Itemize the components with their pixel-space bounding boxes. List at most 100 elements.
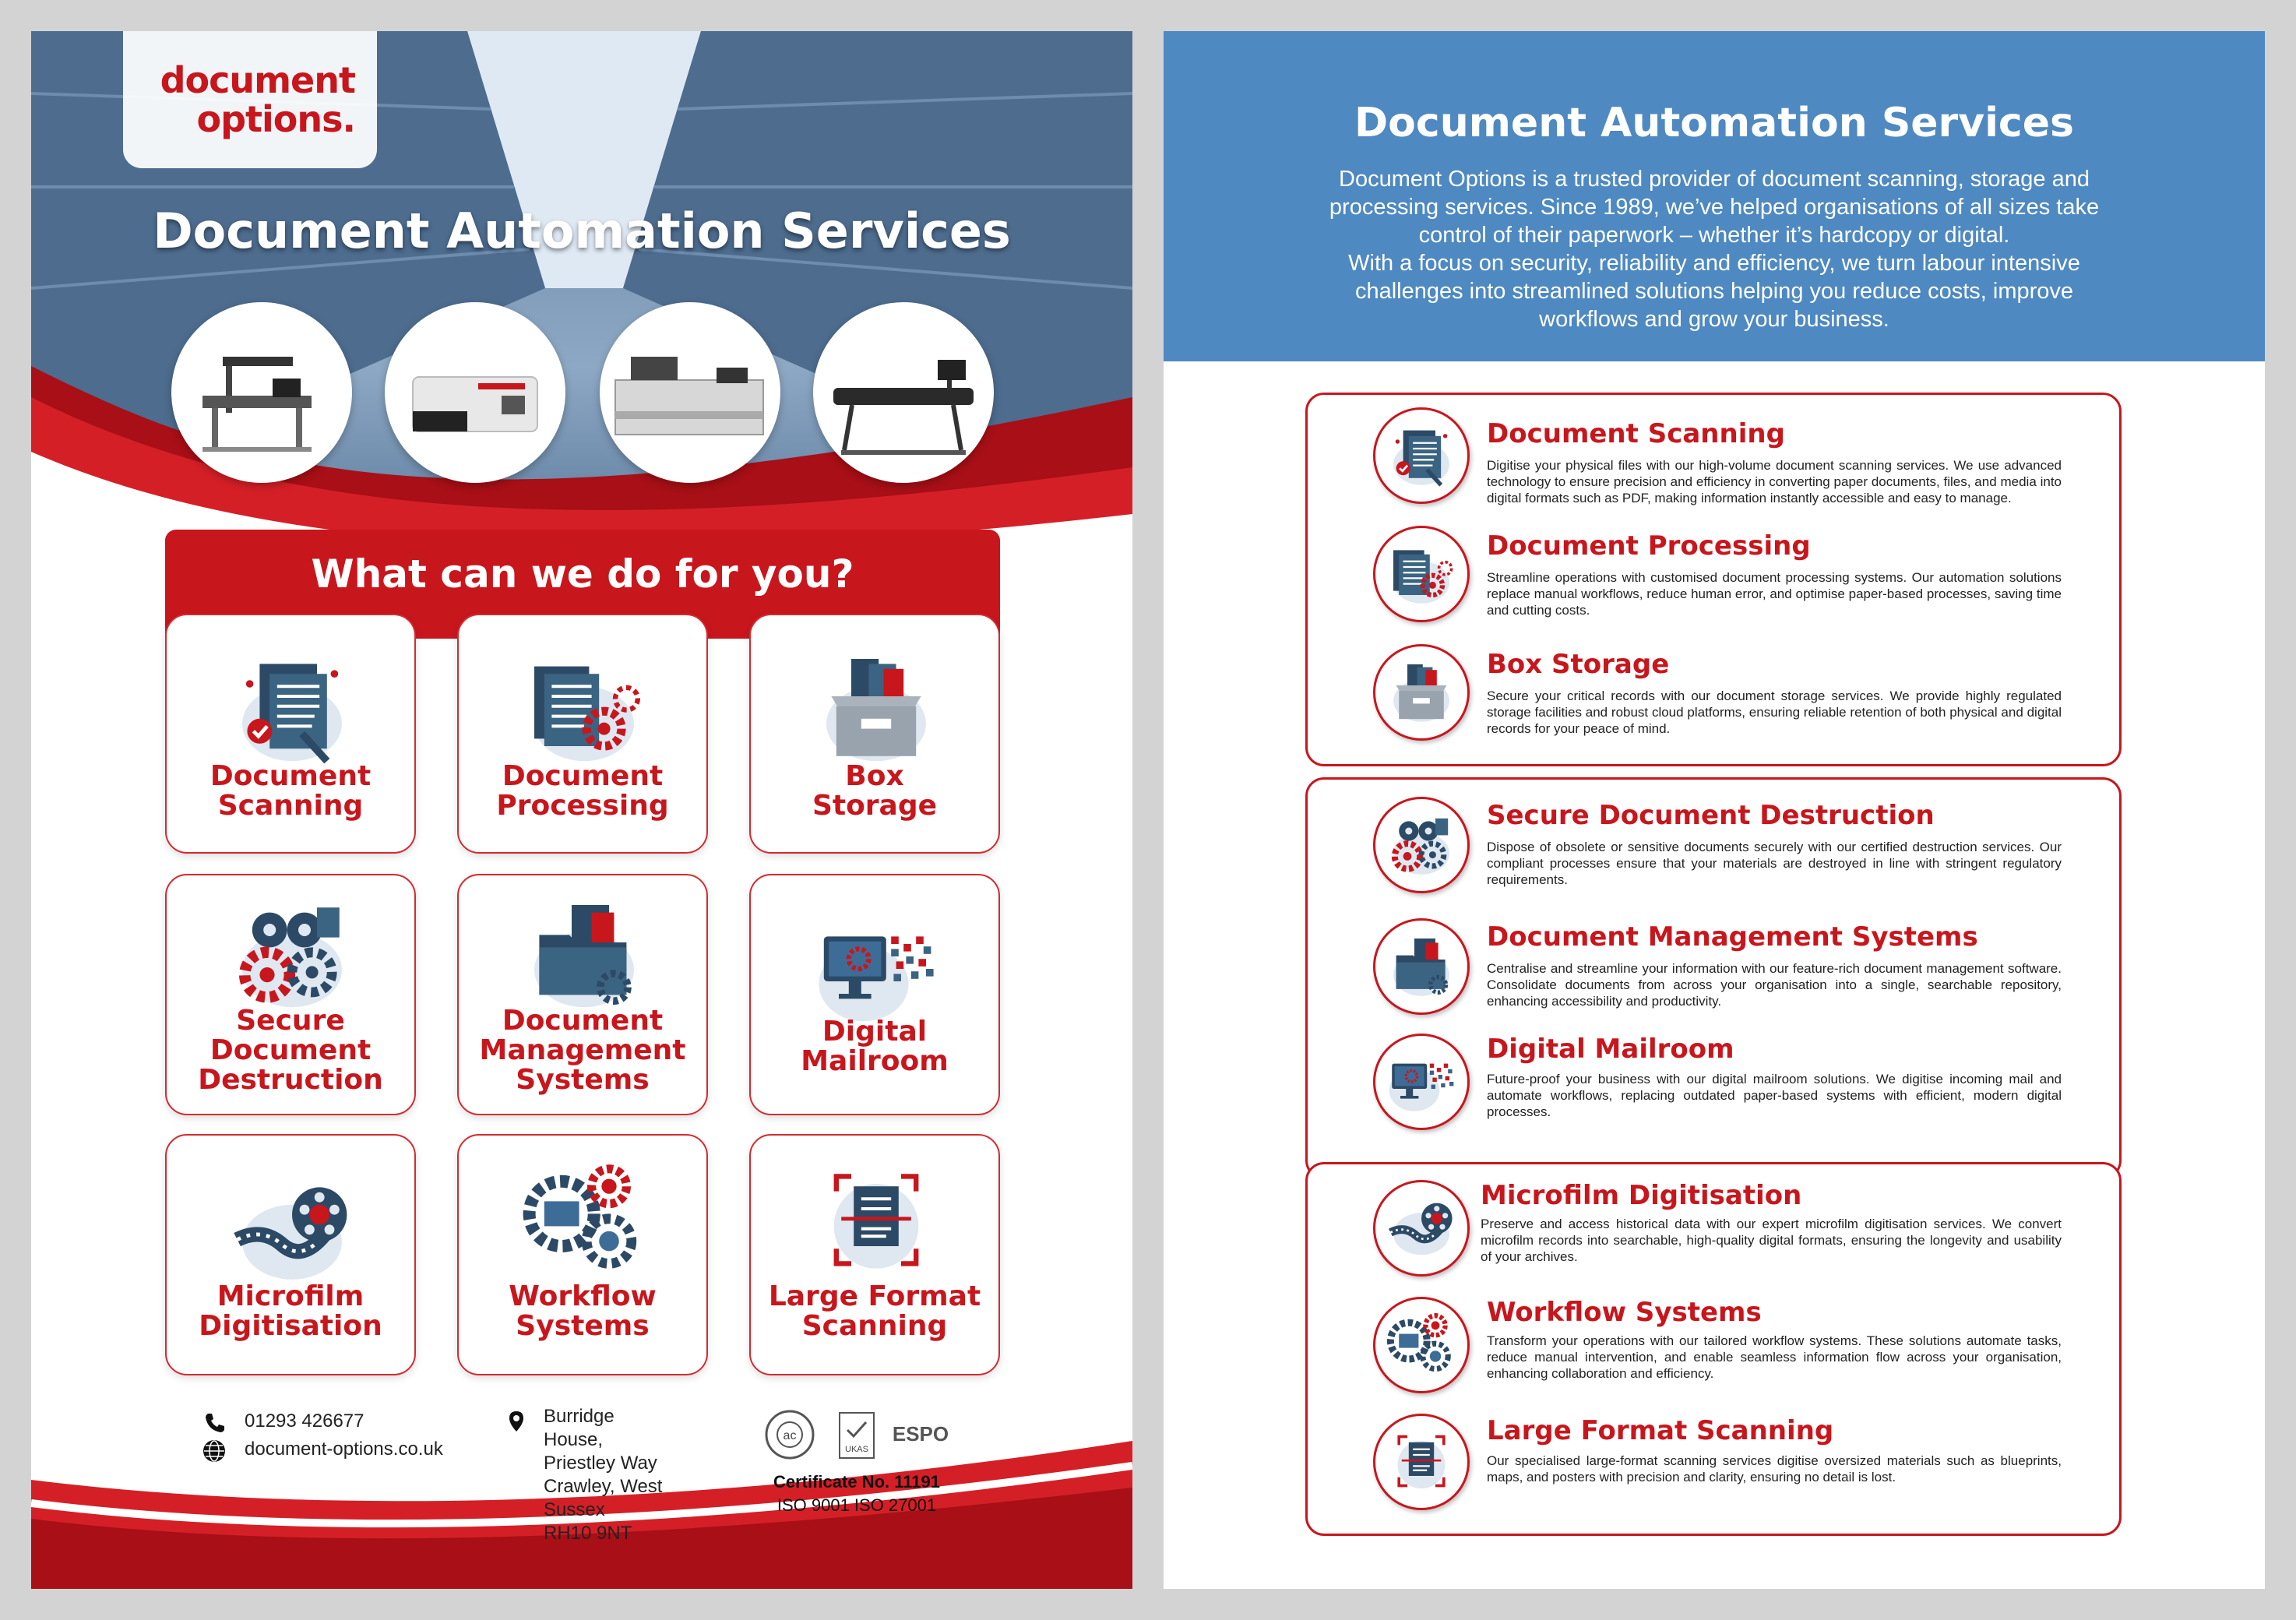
service-label: Digitisation [199,1310,382,1342]
service-label: Microfilm [217,1280,364,1312]
intro-line: With a focus on security, reliability an… [1348,251,2080,276]
service-label: Document [210,760,372,792]
website-link[interactable]: document-options.co.uk [245,1439,443,1460]
mailroom-scanner-image [600,302,780,483]
service-title: Document Management Systems [1487,921,1978,953]
service-title: Microfilm Digitisation [1481,1180,1802,1211]
footer-wave [31,1441,1132,1589]
service-title: Secure Document Destruction [1487,800,1935,831]
services-group-2: Secure Document Destruction Dispose of o… [1305,777,2122,1179]
service-title: Document Processing [1487,530,1811,562]
service-label: Management [479,1034,686,1066]
services-group-1: Document Scanning Digitise your physical… [1305,393,2122,766]
logo-line-1: document [160,59,356,101]
service-title: Workflow Systems [1487,1297,1762,1328]
intro-line: workflows and grow your business. [1539,307,1889,332]
wide-format-scanner-image [813,302,994,483]
service-label: Workflow [509,1280,657,1312]
address-line: RH10 9NT [544,1523,632,1544]
microfilm-icon [230,1170,354,1294]
service-label: Processing [496,790,669,822]
service-description: Our specialised large-format scanning se… [1487,1453,2062,1484]
certification-logos: ac UKAS ESPO [765,1410,949,1460]
secure-destruction-icon [1373,797,1470,893]
intro-line: challenges into streamlined solutions he… [1354,279,2074,304]
service-label: Systems [516,1310,650,1342]
intro-line: processing services. Since 1989, we’ve h… [1329,195,2100,220]
certificate-number: Certificate No. 11191 [773,1472,940,1491]
postal-address: Burridge House, Priestley Way Crawley, W… [544,1405,662,1545]
right-flyer-page: Document Automation Services Document Op… [1164,31,2265,1589]
secure-destruction-icon [230,893,354,1017]
phone-icon [206,1414,224,1432]
service-label: Mailroom [801,1045,949,1077]
document-management-icon [1373,918,1470,1015]
address-line: Burridge [544,1406,614,1427]
intro-line: control of their paperwork – whether it’… [1418,223,2010,248]
service-label: Systems [516,1064,650,1096]
address-line: House, [544,1429,604,1450]
box-storage-icon [814,646,938,771]
address-line: Priestley Way [544,1453,657,1474]
service-label: Box [845,760,904,792]
service-label: Storage [812,790,938,822]
document-scanning-icon [1373,407,1470,504]
workflow-icon [522,1159,646,1284]
document-scanning-icon [230,646,354,771]
service-label: Scanning [217,790,364,822]
digital-mailroom-icon [1373,1034,1470,1130]
address-line: Crawley, West [544,1476,663,1497]
service-label: Document [502,760,664,792]
service-label: Document [502,1005,664,1037]
page-title: Document Automation Services [1354,100,2074,146]
service-title: Digital Mailroom [1487,1034,1734,1065]
box-storage-icon [1373,644,1470,741]
service-label: Document [210,1034,372,1066]
service-description: Future-proof your business with our digi… [1487,1072,2062,1119]
service-description: Dispose of obsolete or sensitive documen… [1487,840,2062,887]
service-label: Secure [236,1005,345,1037]
services-section-title: What can we do for you? [311,551,854,597]
large-format-icon [1373,1414,1470,1510]
service-description: Digitise your physical files with our hi… [1487,458,2062,505]
intro-header [1164,31,2265,361]
ukas-logo-text: UKAS [845,1445,868,1454]
logo-line-2: options. [196,98,357,140]
service-title: Large Format Scanning [1487,1415,1834,1446]
service-label: Large Format [768,1280,981,1312]
service-description: Streamline operations with customised do… [1487,570,2062,618]
location-pin-icon [509,1411,523,1432]
document-management-icon [522,893,646,1017]
ac-logo-text: ac [784,1429,797,1442]
microfilm-icon [1373,1180,1470,1277]
document-processing-icon [1373,526,1470,622]
intro-text: Document Options is a trusted provider o… [1257,165,2171,333]
services-group-3: Microfilm Digitisation Preserve and acce… [1305,1162,2122,1536]
service-label: Destruction [198,1064,383,1096]
document-processing-icon [522,646,646,771]
espo-logo-text: ESPO [893,1422,949,1446]
intro-line: Document Options is a trusted provider o… [1339,167,2090,192]
production-scanner-image [385,302,565,483]
service-title: Document Scanning [1487,418,1785,449]
service-label: Scanning [801,1310,948,1342]
globe-icon [203,1440,225,1462]
phone-number[interactable]: 01293 426677 [245,1410,364,1432]
service-title: Box Storage [1487,649,1670,680]
service-description: Secure your critical records with our do… [1487,688,2062,736]
large-format-icon [814,1159,938,1284]
iso-standards: ISO 9001 ISO 27001 [776,1495,937,1515]
service-description: Transform your operations with our tailo… [1487,1333,2062,1381]
digital-mailroom-icon [814,907,938,1031]
